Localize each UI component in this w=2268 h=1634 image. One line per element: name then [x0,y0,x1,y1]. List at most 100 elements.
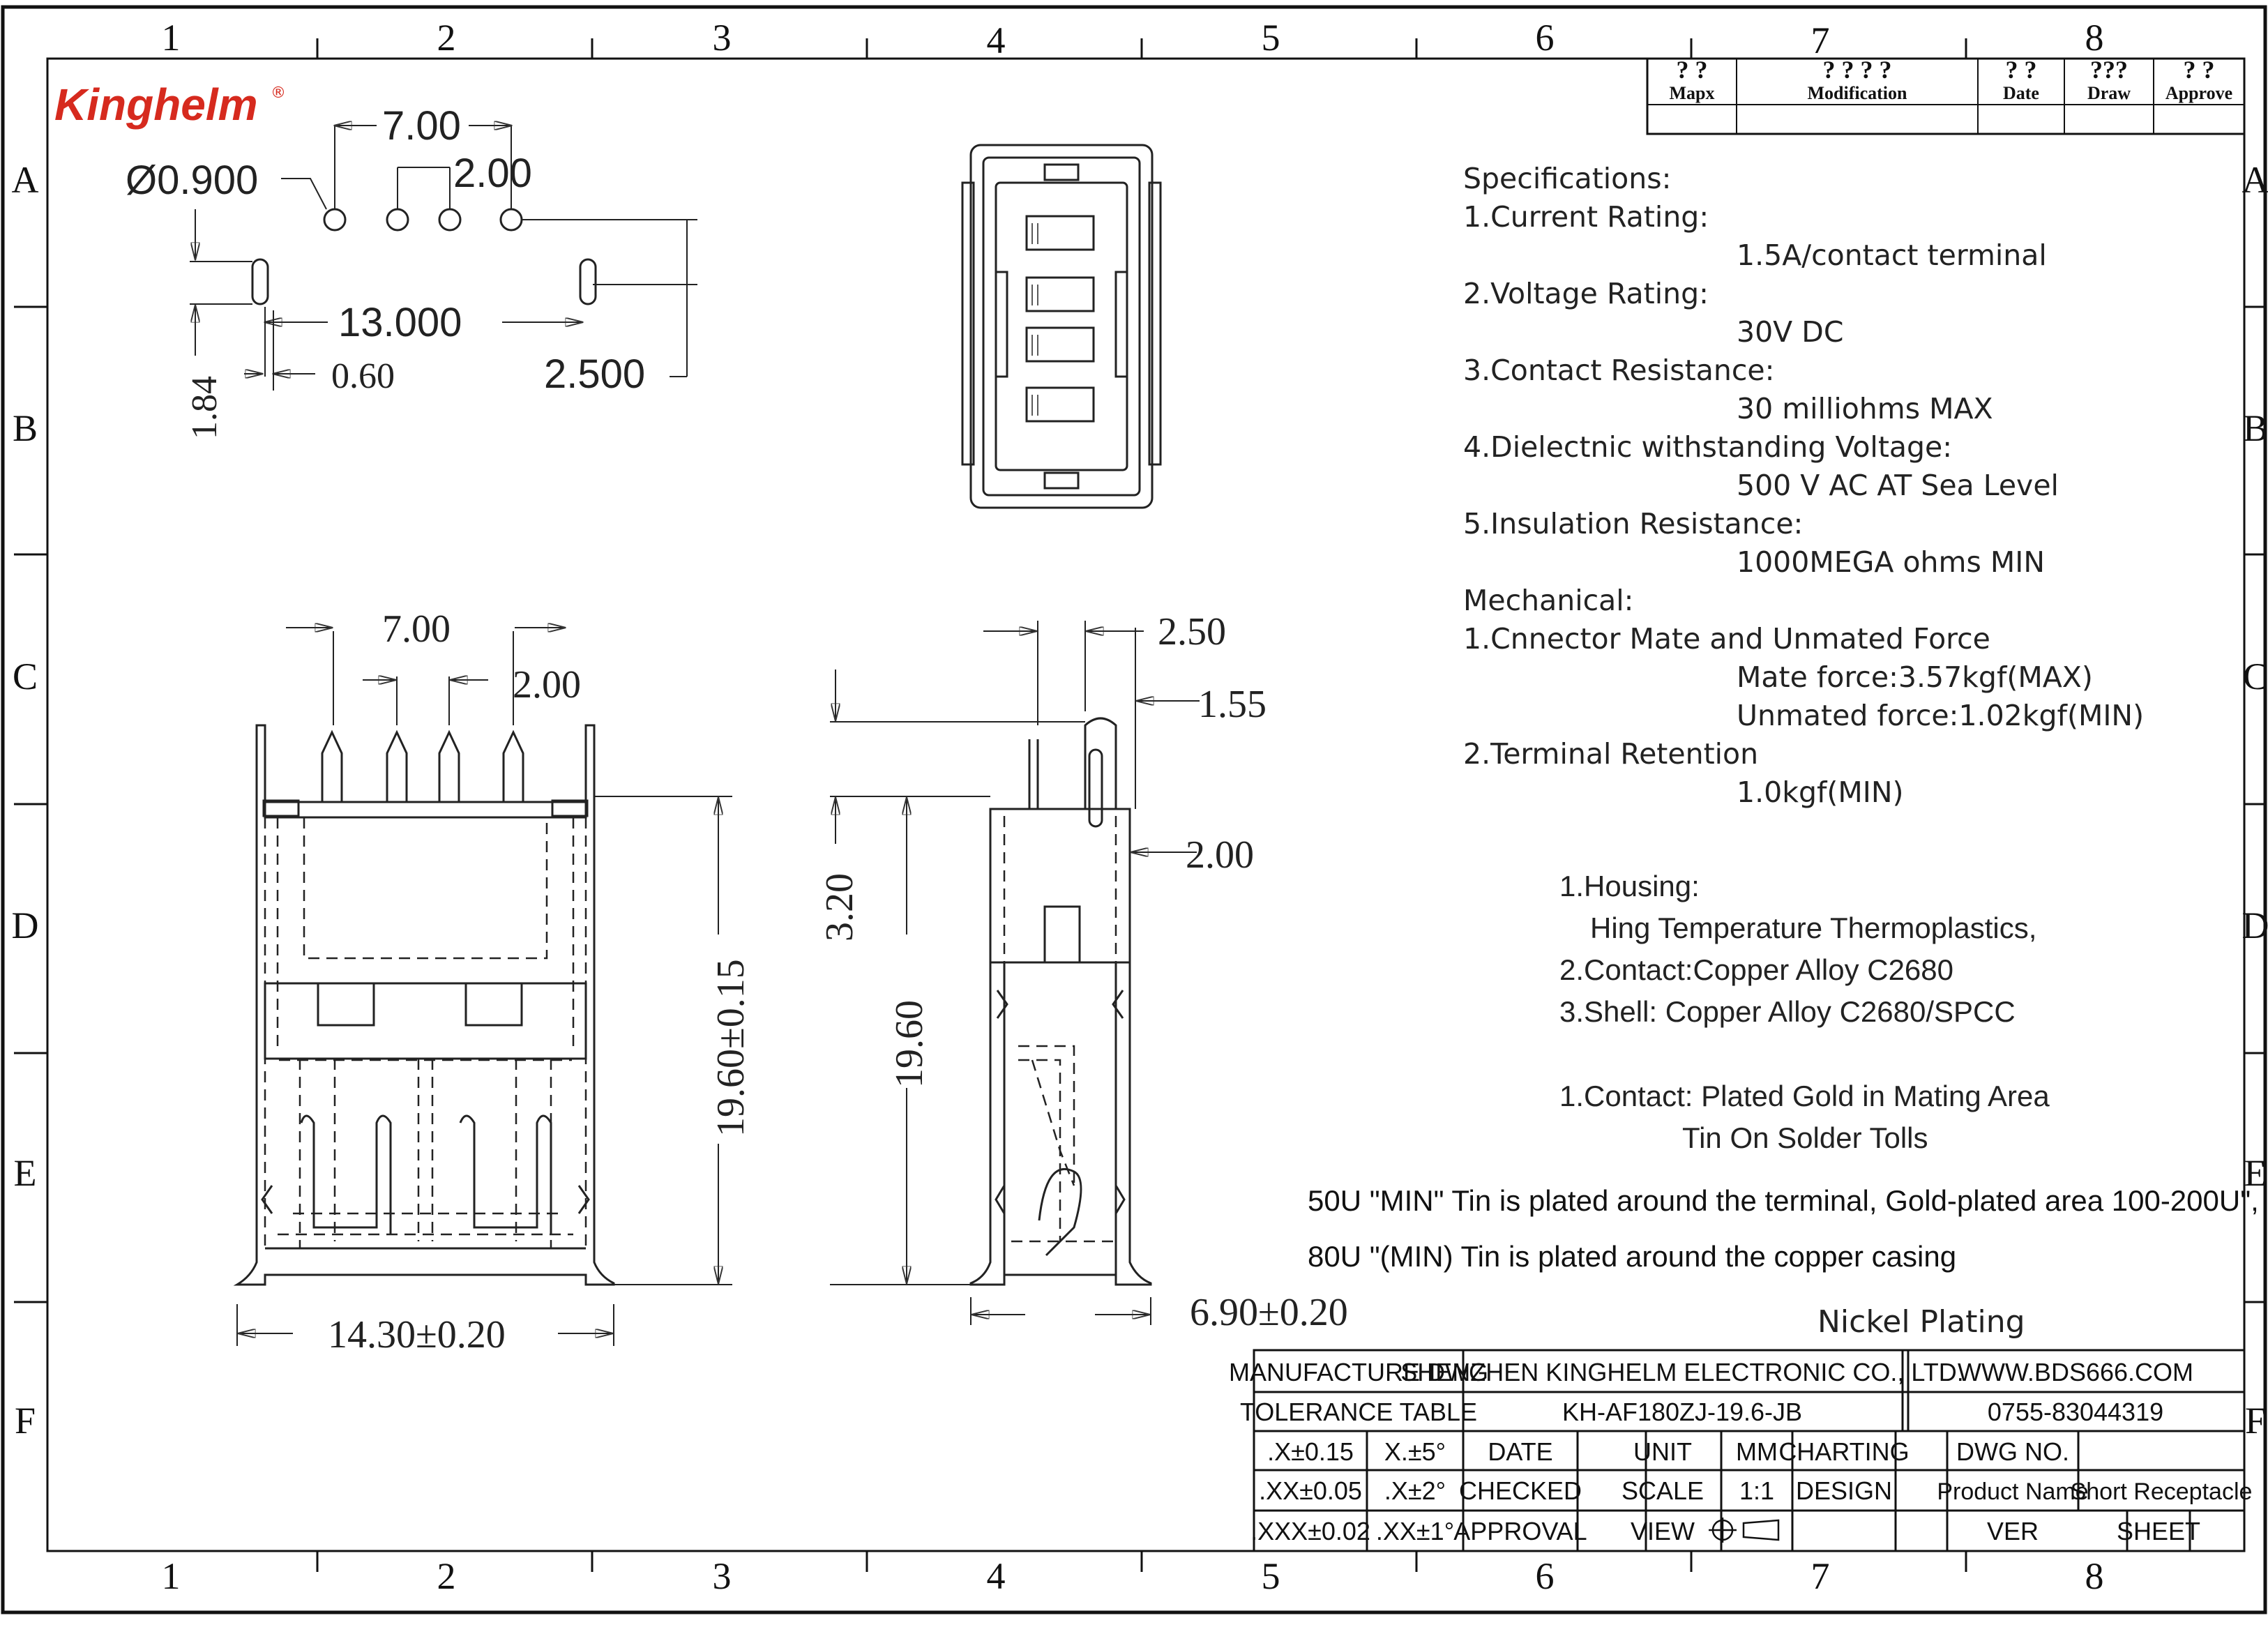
spec-line: 5.Insulation Resistance: [1463,507,1803,540]
tb-approval-label: APPROVAL [1453,1517,1587,1545]
nickel-plating-note: Nickel Plating [1817,1304,2025,1340]
row-b-left: B [13,407,38,449]
rev-header-3: ? ? [2006,56,2037,84]
pin-hole-3 [438,208,462,232]
note-line-1: 50U "MIN" Tin is plated around the termi… [1308,1184,2259,1217]
spec-line: Mate force:3.57kgf(MAX) [1737,660,2093,694]
col-4-top: 4 [987,20,1006,61]
dim-side-mid: 2.00 [1186,833,1254,877]
col-6-bottom: 6 [1536,1555,1555,1597]
tb-phone: 0755-83044319 [1988,1398,2163,1426]
dim-side-depth: 6.90±0.20 [1190,1291,1348,1334]
tb-website: WWW.BDS666.COM [1958,1358,2193,1386]
spec-line: 3.Contact Resistance: [1463,354,1774,387]
row-a-left: A [12,159,39,201]
material-line-3: 2.Contact:Copper Alloy C2680 [1559,953,1953,986]
spec-line: 1000MEGA ohms MIN [1737,545,2045,579]
projection-symbol-icon [1709,1518,1780,1543]
tb-tol-xxx: .XXX±0.02 [1250,1517,1370,1545]
dim-footprint-pitch2: 2.00 [453,151,532,196]
plating-line-1: 1.Contact: Plated Gold in Mating Area [1559,1080,2050,1112]
tb-tolerance: TOLERANCE TABLE [1240,1398,1477,1426]
dim-footprint-hole-dia: Ø0.900 [126,158,258,203]
materials-list: 1.Housing: Hing Temperature Thermoplasti… [1559,870,2036,1028]
material-line-4: 3.Shell: Copper Alloy C2680/SPCC [1559,995,2016,1028]
material-line-2: Hing Temperature Thermoplastics, [1590,911,2036,944]
spec-line: 500 V AC AT Sea Level [1737,469,2059,502]
rev-sub-1: Mapx [1670,83,1715,103]
dim-front-width: 14.30±0.20 [328,1313,506,1356]
spec-line: Unmated force:1.02kgf(MIN) [1737,699,2144,732]
brand-reg-mark: ® [271,84,286,102]
spec-line: 1.5A/contact terminal [1737,239,2047,272]
zone-ticks [14,38,2265,1572]
col-8-bottom: 8 [2085,1555,2104,1597]
row-e-right: E [2244,1152,2267,1194]
contact-pins [321,729,524,802]
dim-front-pitch2: 2.00 [513,663,581,706]
dim-footprint-slot-length: 1.84 [185,376,225,439]
tb-charting-label: CHARTING [1778,1437,1909,1466]
pin-hole-4 [499,208,523,232]
plating-list: 1.Contact: Plated Gold in Mating Area Ti… [1559,1080,2050,1154]
dim-front-pitch7: 7.00 [382,607,451,651]
specifications-list: Specifications: 1.Current Rating: 1.5A/con… [1463,162,2144,809]
plating-line-2: Tin On Solder Tolls [1682,1121,1928,1154]
spec-line: 30V DC [1737,315,1843,349]
dim-side-top: 2.50 [1158,610,1226,653]
brand-name: Kinghelm [54,80,258,130]
rev-sub-2: Modification [1808,83,1908,103]
spec-line: 2.Voltage Rating: [1463,277,1709,310]
row-c-left: C [13,656,38,697]
spec-line: Mechanical: [1463,584,1634,617]
row-f-right: F [2245,1400,2266,1442]
dim-side-pin: 3.20 [818,873,861,941]
col-6-top: 6 [1536,17,1555,59]
spec-line: 2.Terminal Retention [1463,737,1758,771]
tb-tol-angle-xxx: .XX±1° [1376,1517,1454,1545]
row-d-left: D [12,905,39,946]
row-b-right: B [2243,407,2268,449]
tb-company: SHENZHEN KINGHELM ELECTRONIC CO., LTD. [1400,1358,1963,1386]
col-7-top: 7 [1811,20,1830,61]
title-block [1253,1349,2246,1552]
col-1-top: 1 [162,17,181,59]
col-7-bottom: 7 [1811,1555,1830,1597]
front-view [233,628,732,1346]
row-d-right: D [2242,905,2268,946]
side-view [830,621,1200,1325]
spec-line: 1.Current Rating: [1463,200,1709,234]
col-2-bottom: 2 [437,1555,456,1597]
col-3-top: 3 [713,17,732,59]
col-5-top: 5 [1262,17,1280,59]
outer-border [1,5,2267,1614]
contact-pads [1025,215,1095,423]
tb-design-label: DESIGN [1796,1476,1892,1505]
revision-block: ? ? ? ? ? ? ? ? ??? ? ? Mapx Modificatio… [1646,56,2246,135]
dim-footprint-slot-width: 0.60 [331,356,395,396]
material-line-1: 1.Housing: [1559,870,1700,902]
row-f-left: F [15,1400,36,1442]
rev-header-4: ??? [2090,56,2128,84]
rev-sub-5: Approve [2165,83,2232,103]
top-view [961,144,1162,509]
col-8-top: 8 [2085,17,2104,59]
col-5-bottom: 5 [1262,1555,1280,1597]
spec-line: 1.Cnnector Mate and Unmated Force [1463,622,1990,656]
pcb-footprint-view [190,126,697,391]
tb-manufacture: MANUFACTURE DWG [1229,1358,1488,1386]
spec-line: Specifications: [1463,162,1671,195]
tb-view-label: VIEW [1631,1517,1695,1545]
tb-tol-angle-x: X.±5° [1384,1437,1446,1466]
tb-scale-label: SCALE [1621,1476,1704,1505]
rev-header-1: ? ? [1677,56,1708,84]
tb-product-name-value: Short Receptacle [2071,1478,2253,1505]
tb-tol-xx: .XX±0.05 [1259,1476,1362,1505]
row-e-left: E [14,1152,37,1194]
dim-side-tip: 1.55 [1198,683,1267,726]
tb-product-name-label: Product Name [1937,1478,2088,1505]
dim-side-height: 19.60 [888,1000,931,1088]
tb-checked-label: CHECKED [1459,1476,1582,1505]
tb-tol-x: .X±0.15 [1267,1437,1354,1466]
tb-dwg-no-label: DWG NO. [1956,1437,2069,1466]
